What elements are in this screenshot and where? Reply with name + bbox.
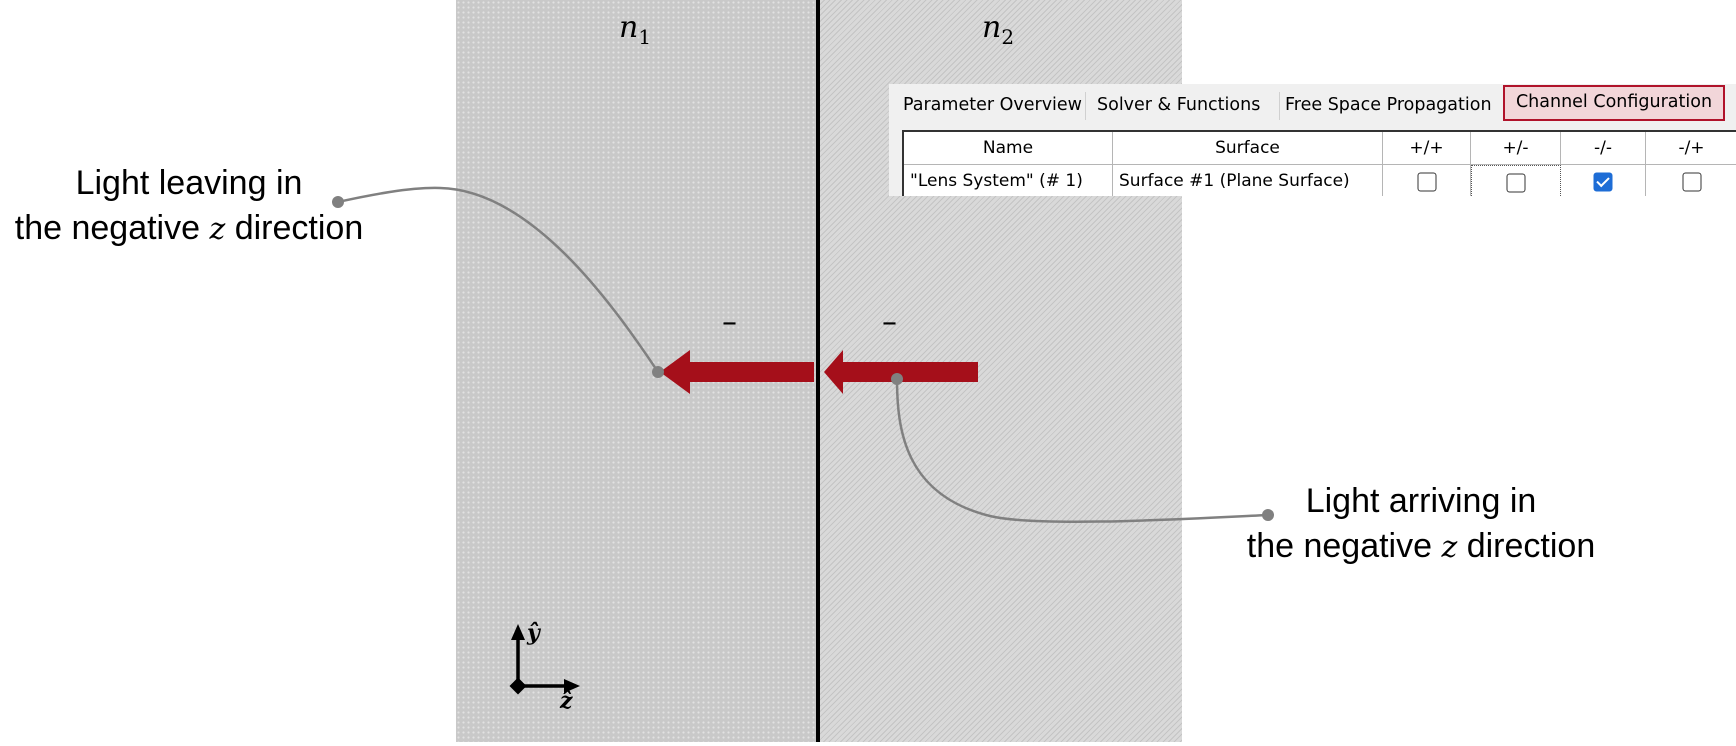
checkbox-plus-minus[interactable] (1506, 173, 1526, 192)
column-header-minus-plus[interactable]: -/+ (1646, 132, 1736, 165)
cell-minus-plus (1646, 165, 1736, 196)
tab-separator (1085, 92, 1086, 120)
checkbox-minus-plus[interactable] (1682, 172, 1701, 192)
axis-z-label: ẑ (560, 688, 573, 714)
leader-line-arriving (895, 378, 1269, 524)
leaving-arrow (660, 350, 814, 394)
interface-line (816, 0, 820, 742)
checkbox-plus-plus[interactable] (1417, 172, 1436, 192)
row-surface-cell[interactable]: Surface #1 (Plane Surface) (1113, 165, 1383, 196)
checkbox-minus-minus[interactable] (1593, 172, 1613, 192)
callout-leaving-line1: Light leaving in (75, 164, 303, 202)
cell-plus-minus (1471, 165, 1561, 196)
column-header-surface[interactable]: Surface (1113, 132, 1383, 165)
callout-leaving: Light leaving in the negative z directio… (0, 161, 382, 252)
leader-dot-arriving-end (1262, 509, 1274, 521)
column-header-plus-plus[interactable]: +/+ (1383, 132, 1471, 165)
channel-table: Name Surface +/+ +/- -/- -/+ "Lens Syste… (902, 130, 1736, 196)
column-header-plus-minus[interactable]: +/- (1471, 132, 1561, 165)
callout-arriving: Light arriving in the negative z directi… (1226, 479, 1616, 570)
cell-plus-plus (1383, 165, 1471, 196)
tab-channel-configuration[interactable]: Channel Configuration (1503, 85, 1725, 121)
leader-dot-arriving-start (891, 373, 903, 385)
cell-minus-minus (1561, 165, 1646, 196)
tab-solver-functions[interactable]: Solver & Functions (1097, 95, 1261, 115)
tab-free-space-propagation[interactable]: Free Space Propagation (1285, 95, 1492, 115)
axis-y-label: ŷ (527, 620, 540, 646)
medium-1-label: n1 (619, 10, 652, 49)
axis-triad (509, 624, 580, 695)
channel-configuration-dialog: Parameter Overview Solver & Functions Fr… (889, 84, 1736, 196)
callout-arriving-line1: Light arriving in (1305, 482, 1537, 520)
leader-dot-leaving-start (652, 366, 664, 378)
leader-dot-leaving-end (332, 196, 344, 208)
direction-sign-right: – (882, 305, 897, 340)
medium-2-label: n2 (982, 10, 1015, 49)
arriving-arrow (824, 350, 978, 394)
callout-leaving-line2: the negative z direction (14, 209, 364, 247)
tab-separator (1279, 92, 1280, 120)
column-header-name[interactable]: Name (904, 132, 1113, 165)
column-header-minus-minus[interactable]: -/- (1561, 132, 1646, 165)
leader-line-leaving (337, 186, 660, 373)
direction-sign-left: – (722, 305, 737, 340)
callout-arriving-line2: the negative z direction (1246, 527, 1596, 565)
row-name-cell[interactable]: "Lens System" (# 1) (904, 165, 1113, 196)
tab-parameter-overview[interactable]: Parameter Overview (903, 95, 1082, 115)
